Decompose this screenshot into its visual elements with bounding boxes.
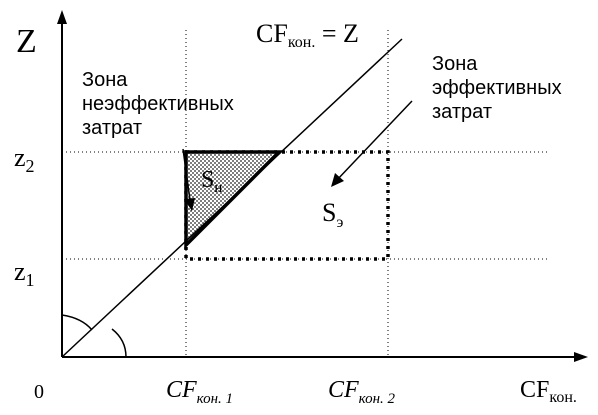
area-label-s-n: Sн — [201, 167, 222, 196]
effective-zone-rect — [184, 150, 390, 261]
x-axis-arrow — [574, 352, 588, 362]
y-axis-label: Z — [16, 23, 37, 60]
line-label: CFкон. = Z — [256, 19, 359, 51]
effective-arrow-head — [331, 173, 344, 187]
x-tick-cf1: CFкон. 1 — [166, 377, 233, 407]
origin-label: 0 — [34, 381, 44, 403]
effective-arrow — [335, 100, 413, 182]
x-tick-cf2: CFкон. 2 — [328, 377, 396, 407]
diagonal-line — [61, 38, 403, 358]
ineffective-arrow-head — [184, 198, 195, 211]
y-tick-z1: z1 — [14, 257, 35, 290]
x-axis-label: CFкон. — [520, 377, 577, 406]
ineffective-zone-label: Зона неэффективных затрат — [82, 69, 239, 139]
angle-arc-bottom — [111, 328, 127, 358]
area-label-s-e: Sэ — [322, 198, 343, 231]
angle-arc-left — [61, 314, 93, 331]
ineffective-arrow — [182, 148, 191, 201]
y-axis-arrow — [57, 10, 67, 24]
effective-zone-label: Зона эффективных затрат — [432, 53, 567, 123]
y-tick-z2: z2 — [14, 143, 35, 176]
